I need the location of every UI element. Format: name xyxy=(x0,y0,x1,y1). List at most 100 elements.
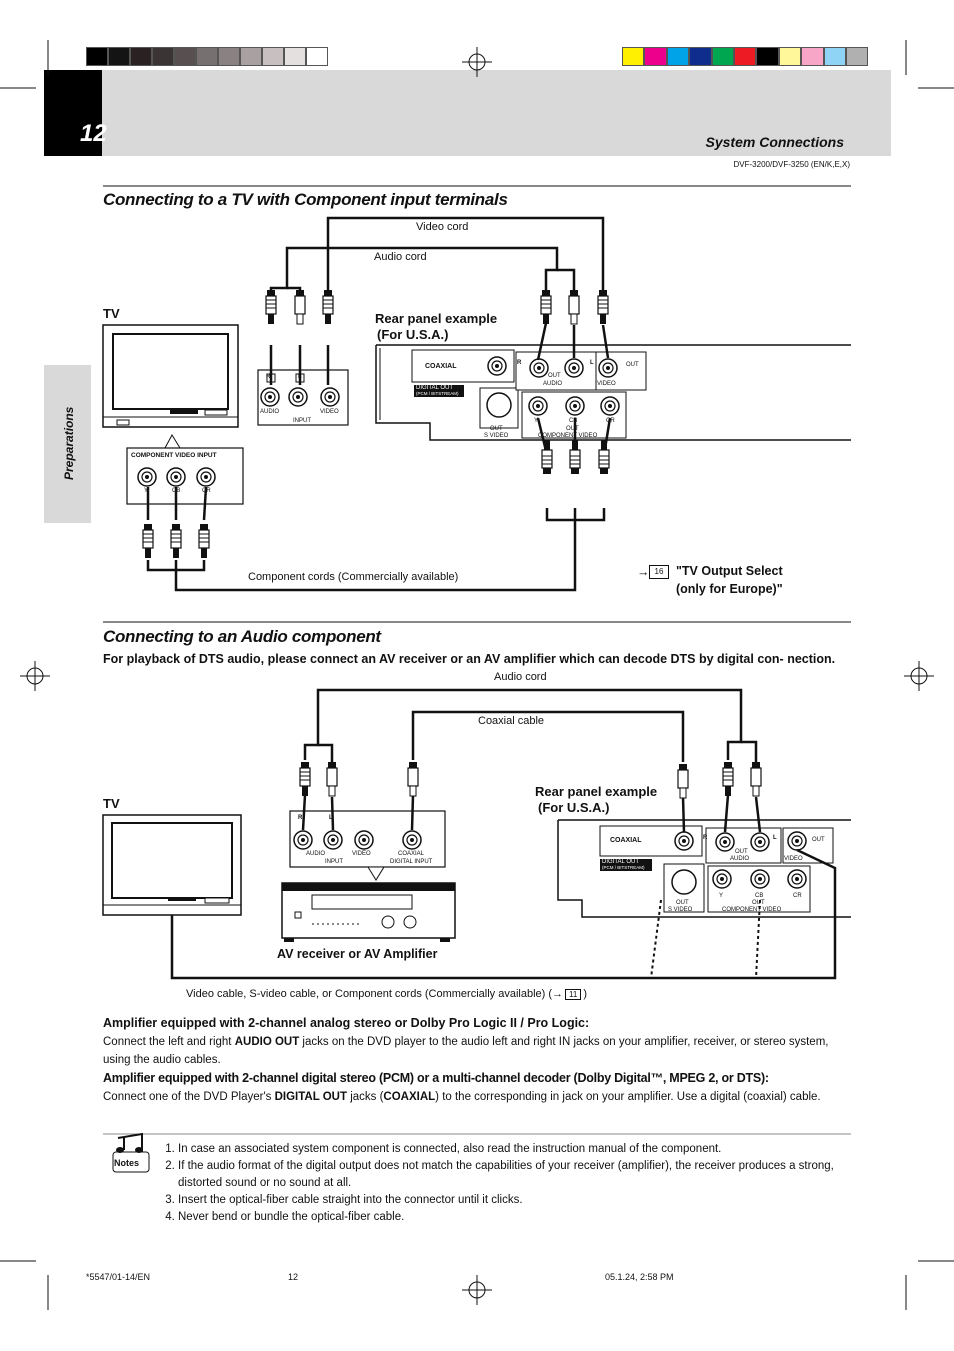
notes-icon-label: Notes xyxy=(114,1158,140,1168)
note-item: Never bend or bundle the optical-fiber c… xyxy=(178,1209,871,1226)
analog-paragraph: Connect the left and right AUDIO OUT jac… xyxy=(103,1033,853,1069)
calibration-swatch xyxy=(778,47,802,66)
player-component-video-label-2: COMPONENT VIDEO xyxy=(722,907,782,913)
digital-heading: Amplifier equipped with 2-channel digita… xyxy=(103,1071,769,1085)
tv-1 xyxy=(102,324,239,428)
amp-video-label: VIDEO xyxy=(352,851,371,857)
analog-text-1: Connect the left and right xyxy=(103,1036,235,1048)
calibration-swatch xyxy=(86,47,108,66)
calibration-swatch xyxy=(734,47,757,66)
only-europe-label: (only for Europe)" xyxy=(676,582,783,596)
ref-page-box: 16 xyxy=(649,565,669,579)
section-header: System Connections xyxy=(705,134,844,150)
player-l-label-1: L xyxy=(590,360,594,366)
player-coaxial-label-2: COAXIAL xyxy=(610,837,642,844)
player-video-out-1: OUT xyxy=(626,362,639,368)
player-component-video-label-1: COMPONENT VIDEO xyxy=(538,433,598,439)
model-number: DVF-3200/DVF-3250 (EN/K,E,X) xyxy=(733,160,850,169)
note-item: Insert the optical-fiber cable straight … xyxy=(178,1192,871,1209)
amp-jack-l: L xyxy=(329,815,333,821)
video-cable-ref-box: 11 xyxy=(565,989,582,1000)
amp-audio-label: AUDIO xyxy=(306,851,326,857)
digital-text-1: Connect one of the DVD Player's xyxy=(103,1091,275,1103)
video-cord-label: Video cord xyxy=(416,221,469,233)
player-digital-out-label-2: DIGITAL OUT xyxy=(602,859,640,865)
footer-datetime: 05.1.24, 2:58 PM xyxy=(605,1272,674,1282)
player-svideo-label-2: S VIDEO xyxy=(668,907,693,913)
section1-title: Connecting to a TV with Component input … xyxy=(103,190,508,209)
player-r-label-2: R xyxy=(703,835,708,841)
digital-text-2: jacks ( xyxy=(347,1091,384,1103)
av-receiver-label: AV receiver or AV Amplifier xyxy=(277,947,438,961)
player-svideo-label-1: S VIDEO xyxy=(484,433,509,439)
calibration-swatch xyxy=(152,47,174,66)
player-video-label-1: VIDEO xyxy=(597,381,616,387)
player-coaxial-label-1: COAXIAL xyxy=(425,363,457,370)
tv-output-select-label: "TV Output Select xyxy=(676,564,783,578)
digital-paragraph: Connect one of the DVD Player's DIGITAL … xyxy=(103,1088,853,1106)
calibration-swatch xyxy=(711,47,734,66)
calibration-swatch xyxy=(756,47,779,66)
amp-jack-r: R xyxy=(298,815,303,821)
calibration-swatch xyxy=(644,47,667,66)
tv-audio-label: AUDIO xyxy=(260,409,280,415)
calibration-swatch xyxy=(262,47,284,66)
rear-panel-label-2: Rear panel example xyxy=(535,784,658,799)
calibration-swatch xyxy=(218,47,240,66)
amp-digital-input-label: DIGITAL INPUT xyxy=(390,859,433,865)
video-cable-note-text: Video cable, S-video cable, or Component… xyxy=(186,988,564,1000)
calibration-swatch xyxy=(108,47,130,66)
calibration-swatch xyxy=(666,47,690,66)
dts-intro: For playback of DTS audio, please connec… xyxy=(103,652,836,666)
tv-video-label: VIDEO xyxy=(320,409,339,415)
tv-jack-r: R xyxy=(266,374,271,380)
component-cords-label: Component cords (Commercially available) xyxy=(248,571,459,583)
footer-code: *5547/01-14/EN xyxy=(86,1272,151,1282)
rear-panel-1 xyxy=(375,344,851,441)
tv-2 xyxy=(102,814,242,916)
tv-label-1: TV xyxy=(103,306,120,321)
amp-coaxial-label: COAXIAL xyxy=(398,851,425,857)
digital-bold-1: DIGITAL OUT xyxy=(274,1091,347,1103)
component-video-input-label: COMPONENT VIDEO INPUT xyxy=(131,452,217,459)
calibration-swatch xyxy=(622,47,645,66)
av-receiver xyxy=(281,882,456,942)
calibration-swatch xyxy=(196,47,218,66)
footer-page: 12 xyxy=(288,1272,299,1282)
player-audio-out-1: OUT xyxy=(548,373,561,379)
page-number-tab xyxy=(44,70,102,156)
calibration-swatch xyxy=(801,47,824,66)
rear-panel-label-1: Rear panel example xyxy=(375,311,498,326)
player-y-label-2: Y xyxy=(719,893,724,899)
digital-text-3: ) to the corresponding in jack on your a… xyxy=(435,1091,821,1103)
analog-heading: Amplifier equipped with 2-channel analog… xyxy=(103,1016,590,1030)
player-r-label-1: R xyxy=(517,360,522,366)
player-digital-out-label-1: DIGITAL OUT xyxy=(416,385,454,391)
player-video-label-2: VIDEO xyxy=(784,856,803,862)
player-cr-label-2: CR xyxy=(793,893,802,899)
coaxial-cable-label: Coaxial cable xyxy=(478,715,545,727)
amp-input-label: INPUT xyxy=(325,859,343,865)
rear-panel-2 xyxy=(557,819,851,918)
video-cable-close: ) xyxy=(583,988,588,1000)
calibration-swatch xyxy=(689,47,712,66)
calibration-swatch xyxy=(306,47,328,66)
player-cr-label-1: CR xyxy=(606,418,615,424)
note-item: In case an associated system component i… xyxy=(178,1141,871,1158)
player-video-out-2: OUT xyxy=(812,837,825,843)
digital-bold-2: COAXIAL xyxy=(383,1091,436,1103)
section2-title: Connecting to an Audio component xyxy=(103,627,381,646)
player-audio-label-2: AUDIO xyxy=(730,856,750,862)
player-audio-label-1: AUDIO xyxy=(543,381,563,387)
calibration-swatch xyxy=(846,47,869,66)
header-band xyxy=(44,70,891,156)
player-svideo-out-1: OUT xyxy=(490,426,503,432)
rear-panel-region-1: (For U.S.A.) xyxy=(377,327,449,342)
tv-jack-l: L xyxy=(298,374,302,380)
player-pcm-label-2: (PCM / BITSTREAM) xyxy=(602,865,645,870)
ref-arrow: → xyxy=(637,565,650,579)
tv-cb-label: CB xyxy=(172,488,181,494)
audio-cord-label-2: Audio cord xyxy=(494,671,547,683)
note-item: If the audio format of the digital outpu… xyxy=(178,1158,871,1192)
player-pcm-label-1: (PCM / BITSTREAM) xyxy=(416,391,459,396)
